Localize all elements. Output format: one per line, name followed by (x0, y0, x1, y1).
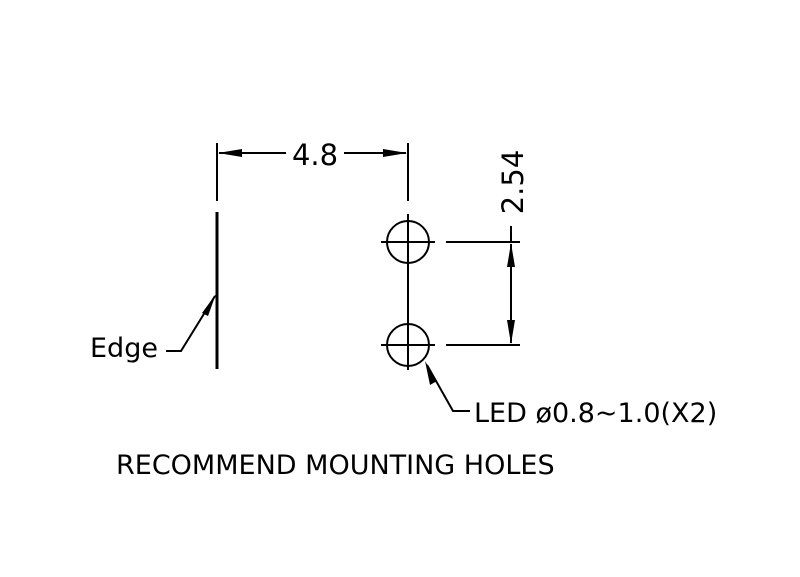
horizontal-arrow-left (218, 149, 242, 157)
led-label: LED ø0.8~1.0(X2) (474, 398, 717, 429)
edge-leader-arrow (202, 294, 216, 316)
vertical-dimension-label: 2.54 (496, 150, 530, 215)
horizontal-arrow-right (383, 149, 407, 157)
led-leader-arrow (425, 361, 437, 385)
horizontal-dimension-label: 4.8 (292, 138, 338, 172)
vertical-arrow-bottom (507, 320, 515, 344)
vertical-arrow-top (507, 243, 515, 267)
led-leader-line (426, 364, 470, 412)
edge-leader-line (166, 295, 216, 352)
drawing-caption: RECOMMEND MOUNTING HOLES (116, 450, 555, 481)
edge-label: Edge (90, 333, 158, 364)
